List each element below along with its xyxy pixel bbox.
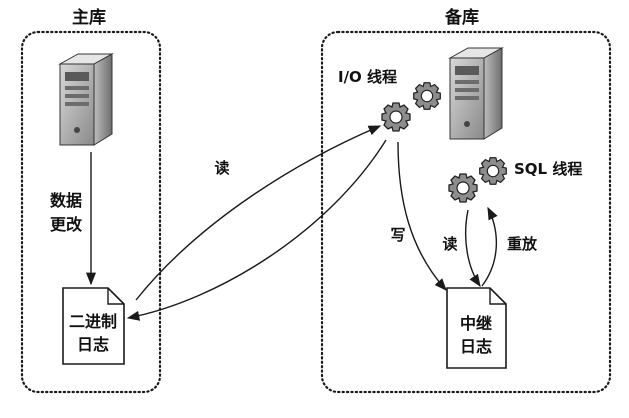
- replay-label: 重放: [507, 235, 538, 253]
- data-change-label-line2: 更改: [50, 215, 83, 234]
- relay-log-label-line2: 日志: [460, 337, 492, 356]
- io-thread-label: I/O 线程: [338, 68, 397, 86]
- replay-arrow: [481, 206, 498, 287]
- replica-server-icon: [448, 47, 504, 140]
- read-binlog-arrow-request: [135, 125, 382, 301]
- read-relay-arrow: [465, 209, 481, 288]
- write-relay-label: 写: [390, 226, 405, 244]
- read-binlog-arrow-response: [126, 139, 387, 321]
- read-binlog-label: 读: [214, 159, 229, 177]
- read-relay-label: 读: [442, 235, 457, 253]
- binlog-document-icon: [62, 287, 125, 365]
- replica-title: 备库: [444, 7, 479, 28]
- sql-thread-label: SQL 线程: [514, 160, 582, 178]
- binlog-label-line1: 二进制: [69, 312, 117, 331]
- binlog-label-line2: 日志: [77, 335, 109, 354]
- relay-log-label-line1: 中继: [460, 314, 492, 333]
- data-change-label-line1: 数据: [50, 191, 82, 210]
- primary-title: 主库: [72, 7, 106, 28]
- primary-server-icon: [58, 53, 114, 146]
- relay-log-document-icon: [446, 287, 507, 369]
- write-relay-arrow: [397, 141, 447, 291]
